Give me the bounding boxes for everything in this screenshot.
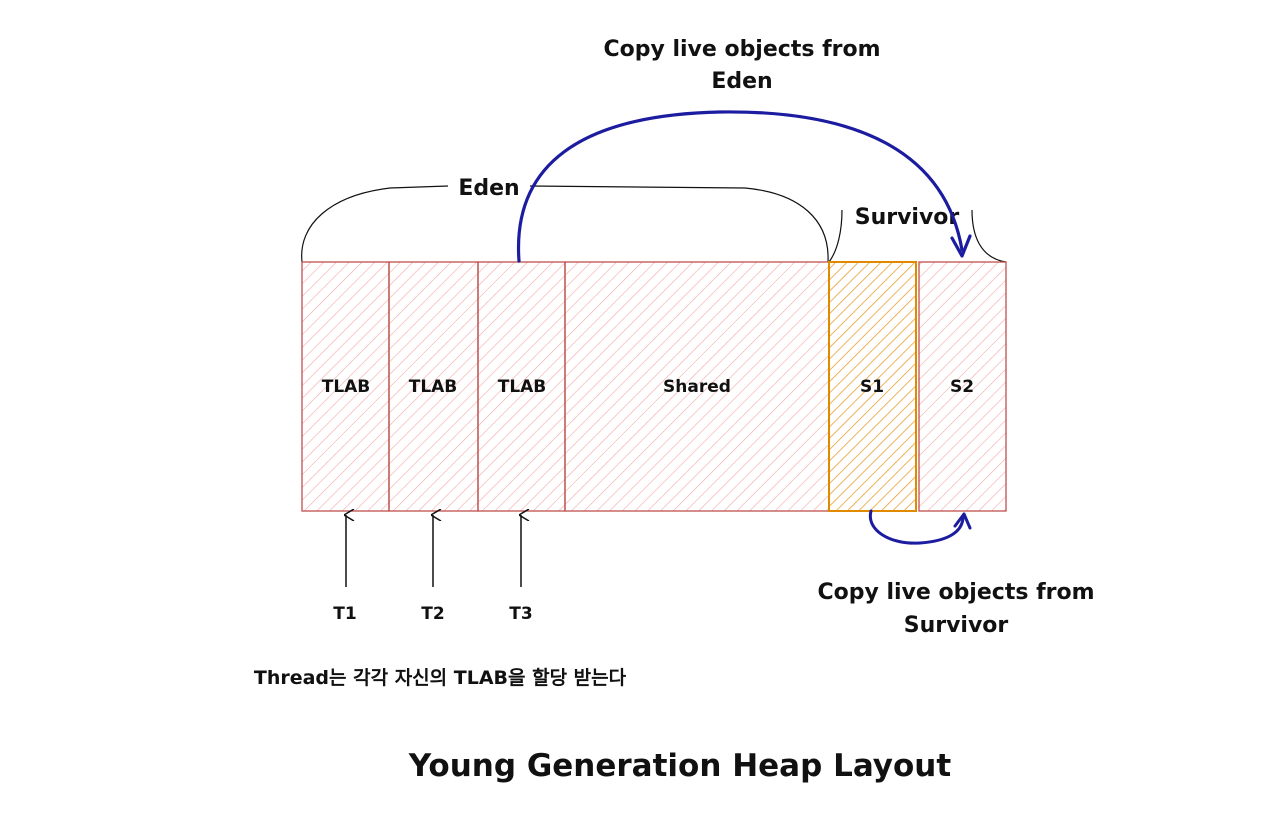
survivor-label: Survivor — [855, 205, 960, 230]
tlab-cell-3 — [477, 261, 566, 512]
thread-label-3: T3 — [509, 604, 532, 624]
shared-label: Shared — [663, 377, 731, 397]
diagram-title: Young Generation Heap Layout — [408, 748, 952, 784]
copy-from-eden-arrowhead — [950, 234, 972, 258]
s2-label: S2 — [950, 377, 974, 397]
shared-cell — [564, 261, 830, 512]
copy-from-eden-label-line1: Copy live objects from — [603, 37, 880, 62]
eden-brace — [301, 185, 829, 263]
copy-from-survivor-arrow — [868, 509, 965, 545]
copy-from-survivor-label-line2: Survivor — [904, 613, 1009, 638]
survivor-brace-right — [971, 209, 1007, 263]
copy-from-survivor-arrowhead — [953, 512, 972, 530]
thread-tlab-note: Thread는 각각 자신의 TLAB을 할당 받는다 — [254, 666, 627, 689]
s1-label: S1 — [860, 377, 884, 397]
thread-label-2: T2 — [421, 604, 444, 624]
survivor-brace-left — [828, 209, 843, 263]
s2-cell — [918, 261, 1007, 512]
copy-from-survivor-label-line1: Copy live objects from — [817, 580, 1094, 605]
tlab-label-1: TLAB — [322, 377, 371, 397]
tlab-label-2: TLAB — [409, 377, 458, 397]
heap-cells — [301, 261, 1007, 512]
tlab-cell-2 — [388, 261, 479, 512]
copy-from-eden-label-line2: Eden — [711, 69, 772, 94]
thread-label-1: T1 — [333, 604, 356, 624]
tlab-cell-1 — [301, 261, 390, 512]
tlab-label-3: TLAB — [498, 377, 547, 397]
copy-from-eden-arrow — [516, 110, 964, 263]
eden-label: Eden — [458, 176, 519, 201]
